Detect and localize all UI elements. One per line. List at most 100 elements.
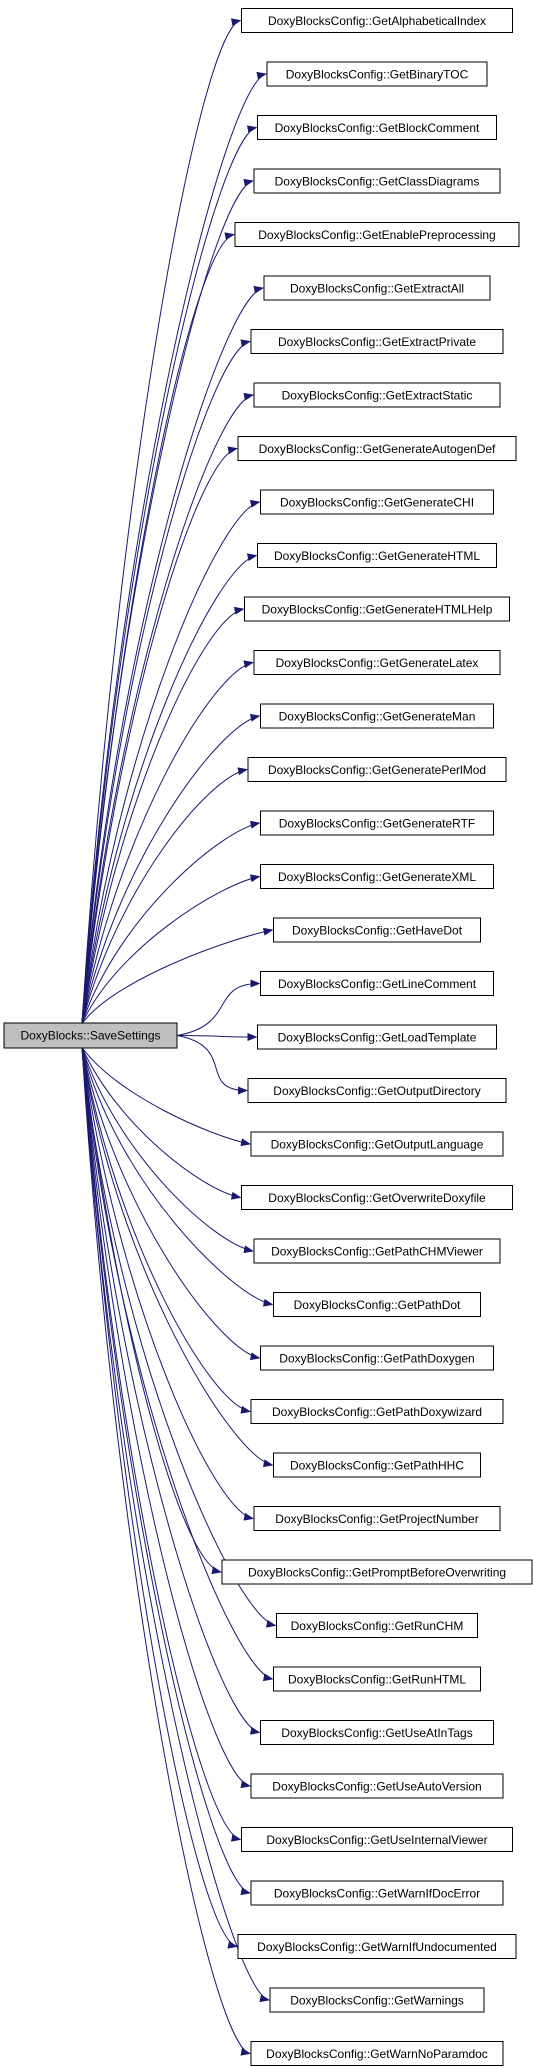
target-node[interactable]: DoxyBlocksConfig::GetBinaryTOC	[266, 61, 488, 87]
target-node-box[interactable]	[247, 757, 507, 782]
target-node[interactable]: DoxyBlocksConfig::GetGenerateAutogenDef	[237, 436, 517, 461]
target-node-box[interactable]	[250, 1880, 504, 1906]
target-node[interactable]: DoxyBlocksConfig::GetUseInternalViewer	[241, 1827, 513, 1852]
target-node-box[interactable]	[263, 275, 491, 301]
target-node[interactable]: DoxyBlocksConfig::GetProjectNumber	[253, 1506, 501, 1531]
target-node-box[interactable]	[260, 703, 494, 729]
target-node-label[interactable]: DoxyBlocksConfig::GetExtractStatic	[282, 389, 473, 403]
target-node[interactable]: DoxyBlocksConfig::GetExtractAll	[263, 275, 491, 301]
target-node-box[interactable]	[241, 1827, 513, 1852]
source-node-label[interactable]: DoxyBlocks::SaveSettings	[20, 1029, 160, 1043]
target-node-box[interactable]	[241, 8, 513, 33]
target-node[interactable]: DoxyBlocksConfig::GetWarnNoParamdoc	[250, 2041, 504, 2066]
target-node[interactable]: DoxyBlocksConfig::GetEnablePreprocessing	[234, 222, 520, 247]
target-node[interactable]: DoxyBlocksConfig::GetLoadTemplate	[257, 1024, 497, 1050]
target-node-box[interactable]	[253, 1238, 501, 1264]
target-node-box[interactable]	[257, 543, 497, 568]
target-node[interactable]: DoxyBlocksConfig::GetPathDot	[273, 1292, 481, 1317]
target-node-label[interactable]: DoxyBlocksConfig::GetExtractPrivate	[278, 335, 476, 349]
target-node[interactable]: DoxyBlocksConfig::GetGenerateHTML	[257, 543, 497, 568]
target-node[interactable]: DoxyBlocksConfig::GetRunHTML	[273, 1666, 481, 1692]
target-node-box[interactable]	[237, 436, 517, 461]
target-node-box[interactable]	[273, 917, 481, 943]
target-node-box[interactable]	[250, 1399, 504, 1424]
target-node[interactable]: DoxyBlocksConfig::GetGenerateLatex	[253, 650, 501, 675]
target-node-box[interactable]	[276, 1613, 478, 1638]
target-node-box[interactable]	[250, 1131, 504, 1157]
target-node[interactable]: DoxyBlocksConfig::GetGeneratePerlMod	[247, 757, 507, 782]
target-node-box[interactable]	[253, 1506, 501, 1531]
target-node[interactable]: DoxyBlocksConfig::GetGenerateXML	[260, 864, 494, 889]
target-node-label[interactable]: DoxyBlocksConfig::GetLoadTemplate	[278, 1031, 477, 1045]
target-node-box[interactable]	[253, 650, 501, 675]
target-node[interactable]: DoxyBlocksConfig::GetExtractPrivate	[250, 329, 504, 354]
target-node-box[interactable]	[260, 1345, 494, 1371]
target-node-label[interactable]: DoxyBlocksConfig::GetGenerateHTML	[274, 549, 480, 563]
target-node-label[interactable]: DoxyBlocksConfig::GetClassDiagrams	[275, 175, 480, 189]
target-node-label[interactable]: DoxyBlocksConfig::GetEnablePreprocessing	[258, 228, 495, 242]
target-node[interactable]: DoxyBlocksConfig::GetBlockComment	[257, 115, 497, 140]
target-node-label[interactable]: DoxyBlocksConfig::GetUseInternalViewer	[266, 1833, 487, 1847]
target-node[interactable]: DoxyBlocksConfig::GetPathDoxywizard	[250, 1399, 504, 1424]
target-node-label[interactable]: DoxyBlocksConfig::GetUseAtInTags	[281, 1726, 472, 1740]
target-node[interactable]: DoxyBlocksConfig::GetWarnIfUndocumented	[237, 1934, 517, 1959]
target-node[interactable]: DoxyBlocksConfig::GetUseAtInTags	[260, 1720, 494, 1745]
target-node-label[interactable]: DoxyBlocksConfig::GetHaveDot	[292, 924, 463, 938]
target-node[interactable]: DoxyBlocksConfig::GetLineComment	[260, 971, 494, 996]
target-node-box[interactable]	[250, 2041, 504, 2066]
target-node-box[interactable]	[221, 1559, 533, 1585]
target-node-label[interactable]: DoxyBlocksConfig::GetBinaryTOC	[286, 68, 469, 82]
target-node-box[interactable]	[273, 1292, 481, 1317]
target-node-box[interactable]	[260, 1720, 494, 1745]
target-node[interactable]: DoxyBlocksConfig::GetGenerateMan	[260, 703, 494, 729]
source-node-box[interactable]	[3, 1022, 178, 1049]
target-node-box[interactable]	[260, 810, 494, 836]
target-node[interactable]: DoxyBlocksConfig::GetUseAutoVersion	[250, 1773, 504, 1799]
target-node-label[interactable]: DoxyBlocksConfig::GetOutputLanguage	[271, 1138, 484, 1152]
target-node-label[interactable]: DoxyBlocksConfig::GetWarnNoParamdoc	[266, 2047, 488, 2061]
target-node-label[interactable]: DoxyBlocksConfig::GetPathDoxywizard	[272, 1405, 482, 1419]
target-node-box[interactable]	[260, 971, 494, 996]
target-node-label[interactable]: DoxyBlocksConfig::GetPathDot	[294, 1298, 461, 1312]
target-node-box[interactable]	[260, 489, 494, 515]
target-node-label[interactable]: DoxyBlocksConfig::GetGenerateRTF	[279, 817, 476, 831]
target-node-box[interactable]	[250, 1773, 504, 1799]
target-node-label[interactable]: DoxyBlocksConfig::GetOutputDirectory	[273, 1084, 480, 1098]
target-node-box[interactable]	[234, 222, 520, 247]
target-node-box[interactable]	[257, 1024, 497, 1050]
target-node[interactable]: DoxyBlocksConfig::GetOutputLanguage	[250, 1131, 504, 1157]
target-node-box[interactable]	[253, 382, 501, 408]
target-node-label[interactable]: DoxyBlocksConfig::GetWarnIfUndocumented	[257, 1940, 497, 1954]
target-node[interactable]: DoxyBlocksConfig::GetGenerateCHI	[260, 489, 494, 515]
target-node-label[interactable]: DoxyBlocksConfig::GetPathDoxygen	[279, 1352, 474, 1366]
target-node-box[interactable]	[266, 61, 488, 87]
target-node-label[interactable]: DoxyBlocksConfig::GetExtractAll	[290, 282, 464, 296]
target-node[interactable]: DoxyBlocksConfig::GetAlphabeticalIndex	[241, 8, 513, 33]
target-node[interactable]: DoxyBlocksConfig::GetRunCHM	[276, 1613, 478, 1638]
target-node-label[interactable]: DoxyBlocksConfig::GetBlockComment	[275, 121, 480, 135]
target-node[interactable]: DoxyBlocksConfig::GetPathDoxygen	[260, 1345, 494, 1371]
target-node-label[interactable]: DoxyBlocksConfig::GetOverwriteDoxyfile	[268, 1191, 486, 1205]
target-node-label[interactable]: DoxyBlocksConfig::GetLineComment	[278, 977, 477, 991]
target-node-label[interactable]: DoxyBlocksConfig::GetProjectNumber	[275, 1512, 478, 1526]
target-node-box[interactable]	[269, 1987, 485, 2013]
target-node-box[interactable]	[241, 1185, 513, 1210]
target-node-label[interactable]: DoxyBlocksConfig::GetGenerateXML	[278, 870, 476, 884]
target-node-label[interactable]: DoxyBlocksConfig::GetAlphabeticalIndex	[268, 14, 486, 28]
target-node[interactable]: DoxyBlocksConfig::GetGenerateHTMLHelp	[244, 596, 510, 622]
target-node[interactable]: DoxyBlocksConfig::GetOutputDirectory	[247, 1078, 507, 1103]
target-node-label[interactable]: DoxyBlocksConfig::GetPathCHMViewer	[271, 1245, 483, 1259]
target-node[interactable]: DoxyBlocksConfig::GetGenerateRTF	[260, 810, 494, 836]
target-node-label[interactable]: DoxyBlocksConfig::GetPathHHC	[290, 1459, 464, 1473]
target-node-label[interactable]: DoxyBlocksConfig::GetGenerateHTMLHelp	[262, 603, 493, 617]
target-node-label[interactable]: DoxyBlocksConfig::GetGenerateCHI	[280, 496, 474, 510]
target-node-label[interactable]: DoxyBlocksConfig::GetWarnings	[290, 1994, 464, 2008]
target-node-label[interactable]: DoxyBlocksConfig::GetGenerateMan	[279, 710, 476, 724]
target-node-label[interactable]: DoxyBlocksConfig::GetGenerateAutogenDef	[259, 442, 496, 456]
target-node[interactable]: DoxyBlocksConfig::GetWarnIfDocError	[250, 1880, 504, 1906]
target-node-box[interactable]	[260, 864, 494, 889]
target-node-label[interactable]: DoxyBlocksConfig::GetUseAutoVersion	[272, 1780, 481, 1794]
target-node[interactable]: DoxyBlocksConfig::GetOverwriteDoxyfile	[241, 1185, 513, 1210]
target-node-label[interactable]: DoxyBlocksConfig::GetRunCHM	[291, 1619, 464, 1633]
target-node[interactable]: DoxyBlocksConfig::GetWarnings	[269, 1987, 485, 2013]
